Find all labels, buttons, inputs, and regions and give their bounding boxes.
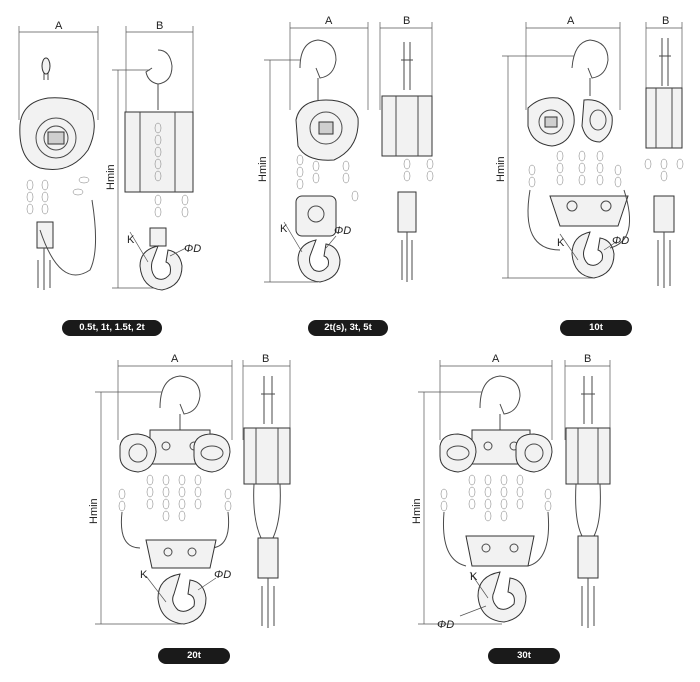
model-caption: 20t [158, 648, 230, 664]
dim-a-label: A [492, 353, 500, 365]
dim-b-label: B [662, 15, 669, 27]
dim-a-label: A [325, 15, 333, 27]
model-5-side-view: B [564, 353, 611, 628]
dim-b-label: B [403, 15, 410, 27]
dim-hmin-label: Hmin [88, 498, 100, 524]
dim-b-label: B [584, 353, 591, 365]
model-4-front-view: A Hmin K ΦD [88, 353, 233, 625]
model-3-side-view: B [644, 15, 684, 288]
model-1-side-view: B Hmin K ΦD [105, 20, 201, 291]
dim-a-label: A [567, 15, 575, 27]
dim-d-label: ΦD [214, 569, 231, 581]
dim-d-label: ΦD [612, 235, 629, 247]
model-caption: 30t [488, 648, 560, 664]
dim-hmin-label: Hmin [495, 156, 507, 182]
model-caption: 2t(s), 3t, 5t [308, 320, 388, 336]
dim-a-label: A [55, 20, 63, 32]
dim-d-label: ΦD [334, 225, 351, 237]
dim-hmin-label: Hmin [411, 498, 423, 524]
dim-b-label: B [156, 20, 163, 32]
model-3-front-view: A Hmin K ΦD [495, 15, 631, 279]
model-2-side-view: B [379, 15, 434, 282]
model-caption: 0.5t, 1t, 1.5t, 2t [62, 320, 162, 336]
dim-k-label: K [557, 237, 565, 249]
dim-b-label: B [262, 353, 269, 365]
dim-k-label: K [280, 223, 288, 235]
dim-d-label: ΦD [184, 243, 201, 255]
dim-hmin-label: Hmin [257, 156, 269, 182]
dim-a-label: A [171, 353, 179, 365]
model-2-front-view: A Hmin K ΦD [257, 15, 369, 283]
dim-k-label: K [140, 569, 148, 581]
model-caption: 10t [560, 320, 632, 336]
model-4-side-view: B [242, 353, 291, 628]
dim-d-label: ΦD [437, 619, 454, 631]
dim-hmin-label: Hmin [105, 164, 117, 190]
model-5-front-view: A Hmin K ΦD [411, 353, 553, 631]
dim-k-label: K [127, 234, 135, 246]
dim-k-label: K [470, 571, 478, 583]
model-1-front-view: A [18, 20, 99, 290]
